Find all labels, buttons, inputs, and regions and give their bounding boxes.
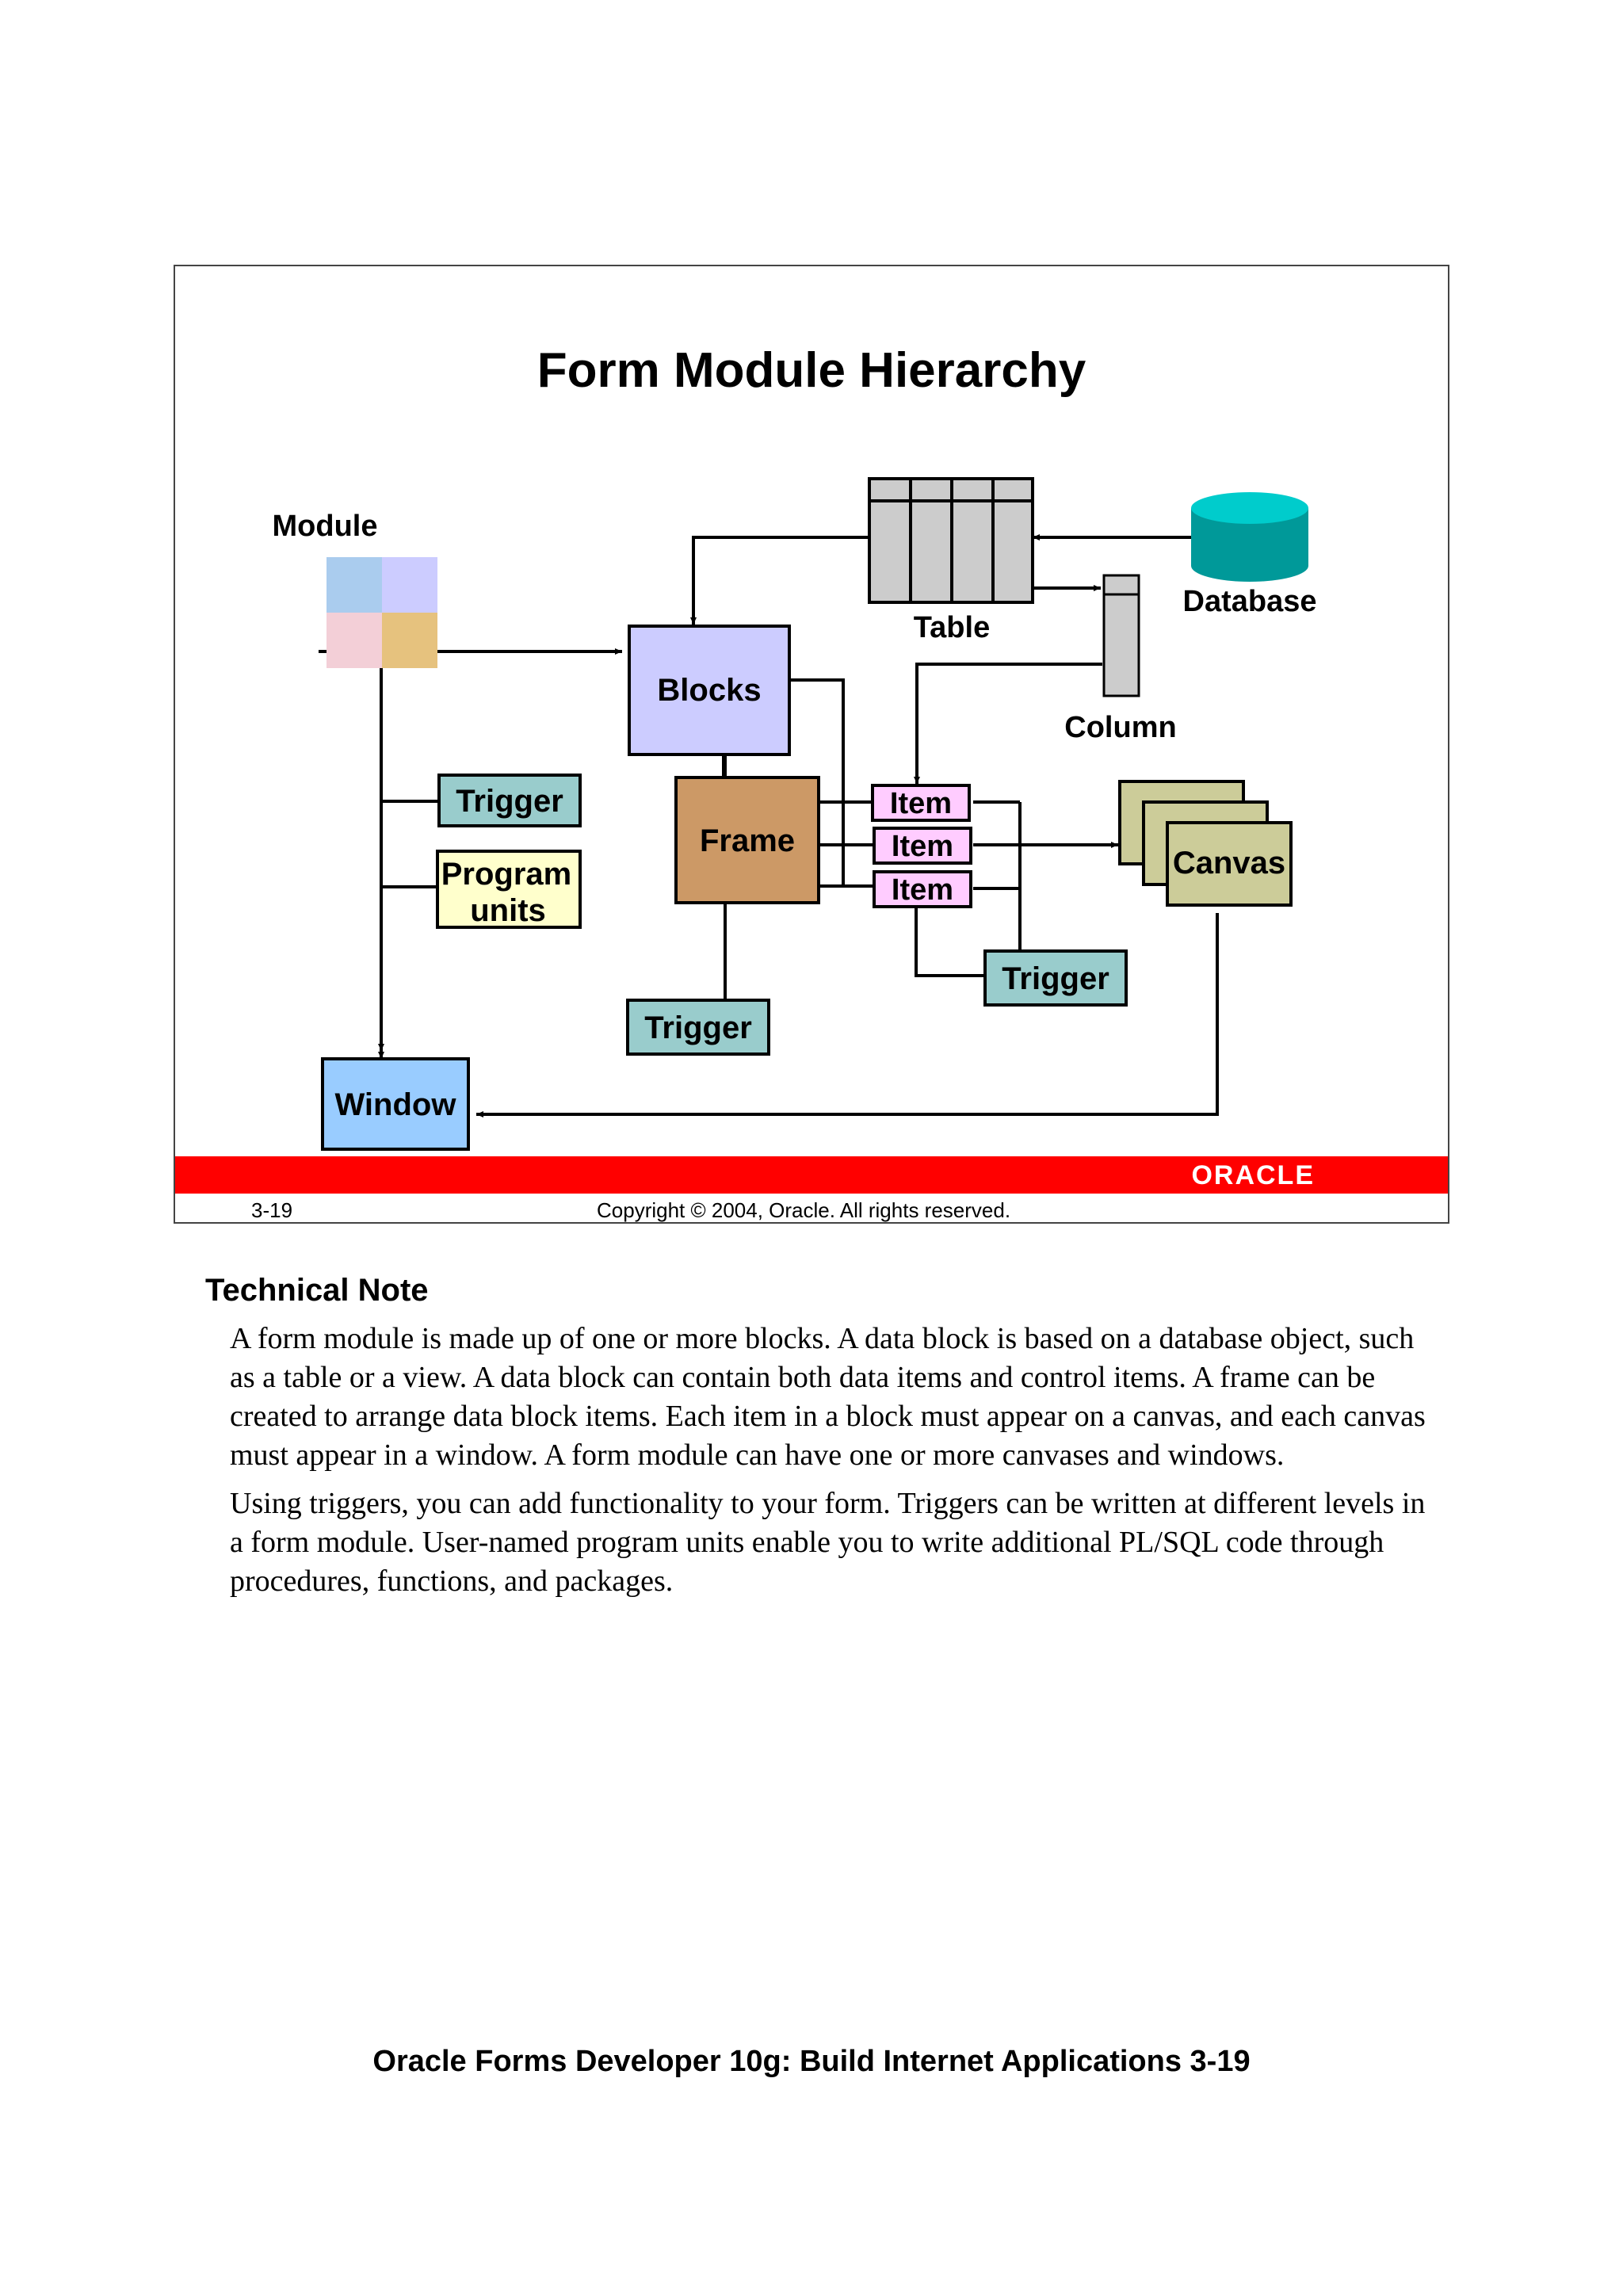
technical-note-paragraph-2: Using triggers, you can add functionalit… bbox=[230, 1487, 1426, 1598]
oracle-red-bar: ORACLE bbox=[175, 1156, 1448, 1194]
program-units-box bbox=[436, 850, 582, 929]
item-label-3: Item bbox=[892, 873, 953, 907]
oracle-logo: ORACLE bbox=[1191, 1160, 1315, 1190]
module-label: Module bbox=[273, 510, 378, 543]
item-box-1 bbox=[871, 784, 971, 822]
trigger-block-box bbox=[626, 999, 770, 1056]
window-label: Window bbox=[335, 1087, 457, 1122]
item-box-2 bbox=[873, 827, 972, 865]
frame-label: Frame bbox=[700, 823, 795, 858]
item-label-2: Item bbox=[892, 830, 953, 863]
trigger-module-label: Trigger bbox=[456, 784, 563, 819]
item-box-3 bbox=[873, 870, 972, 908]
slide-copyright: Copyright © 2004, Oracle. All rights res… bbox=[597, 1198, 1011, 1222]
program-units-label-line2: units bbox=[470, 893, 546, 928]
trigger-item-box bbox=[983, 949, 1128, 1007]
page-footer: Oracle Forms Developer 10g: Build Intern… bbox=[372, 2045, 1251, 2078]
frame-box bbox=[674, 776, 820, 904]
slide-title: Form Module Hierarchy bbox=[537, 343, 1086, 398]
table-label: Table bbox=[914, 611, 990, 644]
column-label: Column bbox=[1064, 711, 1176, 744]
program-units-label-line1: Program bbox=[441, 857, 572, 892]
technical-note-paragraph-1: A form module is made up of one or more … bbox=[230, 1322, 1426, 1472]
blocks-label: Blocks bbox=[657, 673, 761, 708]
technical-note-heading: Technical Note bbox=[205, 1273, 429, 1308]
module-icon bbox=[327, 557, 437, 668]
hierarchy-diagram: Module Table Database Column bbox=[273, 477, 1317, 1151]
slide: Form Module Hierarchy bbox=[174, 265, 1449, 1224]
trigger-item-label: Trigger bbox=[1002, 961, 1109, 996]
item-label-1: Item bbox=[890, 787, 952, 820]
database-icon bbox=[1191, 492, 1308, 582]
column-icon bbox=[1102, 574, 1140, 697]
technical-note-body: A form module is made up of one or more … bbox=[230, 1320, 1442, 1610]
blocks-box bbox=[628, 625, 791, 756]
trigger-module-box bbox=[437, 774, 582, 827]
canvas-label: Canvas bbox=[1173, 846, 1285, 881]
canvas-stack bbox=[1118, 780, 1293, 907]
window-box bbox=[321, 1057, 470, 1151]
database-label: Database bbox=[1183, 585, 1317, 618]
trigger-block-label: Trigger bbox=[644, 1010, 752, 1045]
table-icon bbox=[868, 477, 1034, 604]
slide-number: 3-19 bbox=[251, 1198, 293, 1222]
